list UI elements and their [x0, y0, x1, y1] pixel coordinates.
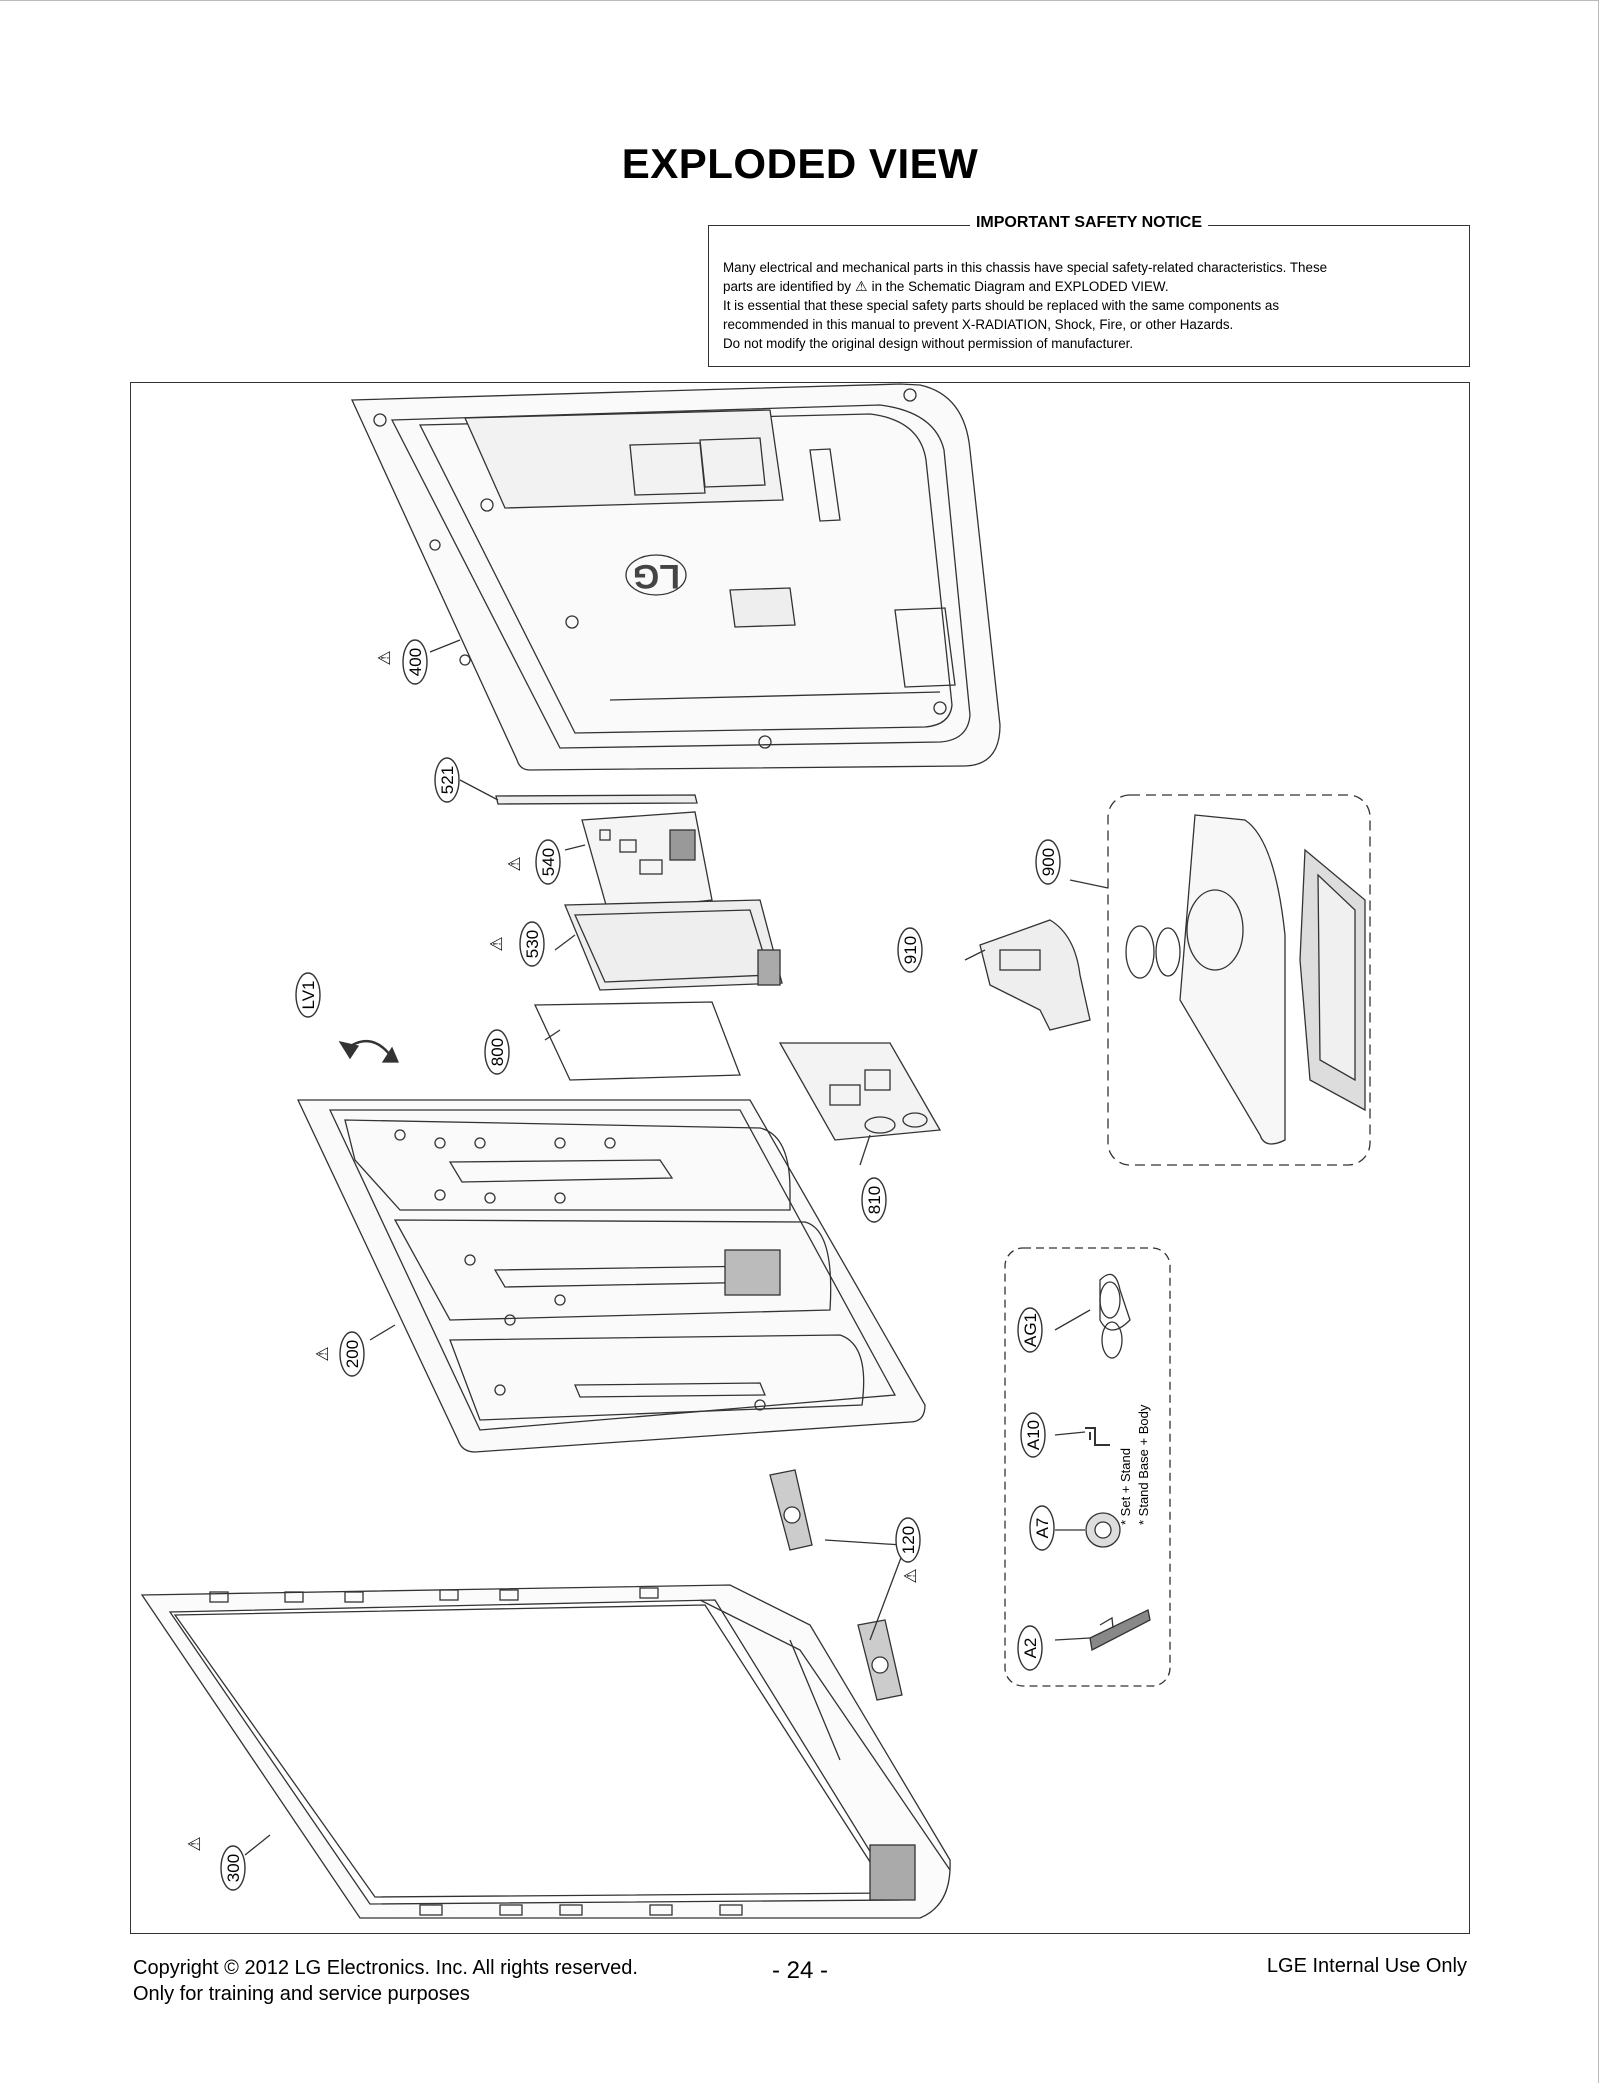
front-cabinet-part	[140, 1584, 951, 1919]
label-a10: A10	[1024, 1420, 1043, 1450]
note-stand-base-body: * Stand Base + Body	[1136, 1404, 1151, 1525]
warning-triangle-icon: ⚠	[375, 650, 395, 665]
accessories-group	[1004, 1247, 1171, 1687]
a2-part-icon	[1089, 1609, 1151, 1651]
diagram-frame	[130, 382, 1470, 1934]
notice-line-4: recommended in this manual to prevent X-…	[723, 317, 1234, 332]
screw-icon	[1085, 1427, 1110, 1446]
internal-use-text: LGE Internal Use Only	[1266, 1955, 1467, 1977]
label-200: 200	[343, 1340, 362, 1368]
power-board-part	[564, 899, 783, 991]
notice-line-3: It is essential that these special safet…	[723, 298, 1280, 313]
safety-notice-box: IMPORTANT SAFETY NOTICE Many electrical …	[708, 214, 1470, 367]
label-ag1: AG1	[1021, 1313, 1040, 1347]
warning-triangle-icon: ⚠	[313, 1346, 333, 1361]
warning-triangle-icon: ⚠	[901, 1568, 921, 1583]
label-530: 530	[523, 930, 542, 958]
main-board-part	[581, 811, 713, 913]
page-title: EXPLODED VIEW	[621, 140, 979, 187]
glasses-icon	[1099, 1273, 1131, 1331]
speaker-part	[769, 1469, 903, 1701]
warning-triangle-icon: ⚠	[487, 936, 507, 951]
label-lv1: LV1	[299, 981, 318, 1010]
lg-logo: LG	[633, 557, 680, 595]
label-a2: A2	[1021, 1638, 1040, 1659]
notice-heading: IMPORTANT SAFETY NOTICE	[969, 214, 1209, 231]
bracket-810-part	[778, 1042, 942, 1141]
stand-group-part	[1107, 794, 1371, 1166]
warning-triangle-icon: ⚠	[185, 1836, 205, 1851]
stand-body-part	[979, 919, 1091, 1031]
label-800: 800	[488, 1038, 507, 1066]
label-540: 540	[539, 848, 558, 876]
insulator-sheet-part	[533, 1001, 741, 1081]
label-521: 521	[438, 766, 457, 794]
label-400: 400	[406, 648, 425, 676]
warning-triangle-icon: ⚠	[855, 278, 868, 294]
page-number: - 24 -	[771, 1957, 828, 1984]
copyright-text: Copyright © 2012 LG Electronics. Inc. Al…	[133, 1957, 638, 1979]
training-text: Only for training and service purposes	[133, 1983, 470, 2005]
footer-left: Copyright © 2012 LG Electronics. Inc. Al…	[133, 1955, 638, 2007]
exploded-view-diagram: LG	[140, 383, 1371, 1919]
chassis-frame-part	[296, 1099, 926, 1453]
label-910: 910	[901, 936, 920, 964]
label-a7: A7	[1033, 1518, 1052, 1539]
notice-line-5: Do not modify the original design withou…	[723, 336, 1134, 351]
label-900: 900	[1039, 848, 1058, 876]
notice-body: Many electrical and mechanical parts in …	[723, 258, 1455, 353]
warning-triangle-icon: ⚠	[505, 856, 525, 871]
label-300: 300	[224, 1854, 243, 1882]
notice-line-2: parts are identified by⚠in the Schematic…	[723, 278, 1169, 294]
back-cover-part: LG	[351, 383, 1001, 771]
note-set-stand: * Set + Stand	[1118, 1448, 1133, 1525]
label-810: 810	[865, 1186, 884, 1214]
notice-line-1: Many electrical and mechanical parts in …	[723, 260, 1328, 275]
bracket-521-part	[495, 794, 698, 805]
label-120: 120	[899, 1526, 918, 1554]
